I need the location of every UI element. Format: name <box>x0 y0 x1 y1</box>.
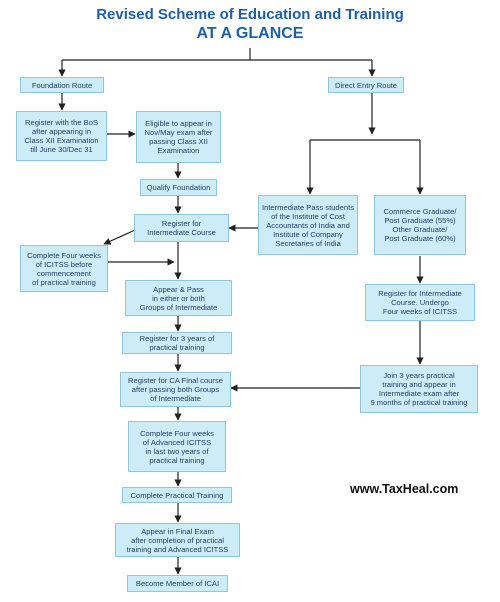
complete-practical-box: Complete Practical Training <box>122 487 232 503</box>
diagram-subtitle: AT A GLANCE <box>196 25 304 42</box>
watermark-text: www.TaxHeal.com <box>350 482 459 496</box>
arrow-top-split <box>62 48 372 61</box>
join-practical-box: Join 3 years practical training and appe… <box>360 365 478 413</box>
appear-pass-box: Appear & Pass in either or both Groups o… <box>125 280 232 316</box>
diagram-title: Revised Scheme of Education and Training <box>96 6 404 23</box>
arrow-register-to-icitss <box>103 229 136 245</box>
final-exam-box: Appear in Final Exam after completion of… <box>115 523 240 557</box>
eligible-exam-box: Eligible to appear in Nov/May exam after… <box>136 111 221 163</box>
foundation-route-box: Foundation Route <box>20 77 104 93</box>
direct-entry-route-box: Direct Entry Route <box>328 77 404 93</box>
register-intermediate-right-box: Register for Intermediate Course. Underg… <box>365 284 475 321</box>
complete-icitss-box: Complete Four weeks of ICITSS before com… <box>20 245 108 292</box>
register-intermediate-box: Register for Intermediate Course <box>134 214 229 242</box>
qualify-foundation-box: Qualify Foundation <box>140 179 217 196</box>
register-final-box: Register for CA Final course after passi… <box>120 372 231 407</box>
commerce-graduate-box: Commerce Graduate/ Post Graduate (55%) O… <box>374 195 466 255</box>
register-bos-box: Register with the BoS after appearing in… <box>16 111 107 161</box>
register-practical-box: Register for 3 years of practical traini… <box>122 332 232 354</box>
become-member-box: Become Member of ICAI <box>127 575 228 592</box>
advanced-icitss-box: Complete Four weeks of Advanced ICITSS i… <box>128 421 226 472</box>
intermediate-pass-box: Intermediate Pass students of the Instit… <box>258 195 358 255</box>
